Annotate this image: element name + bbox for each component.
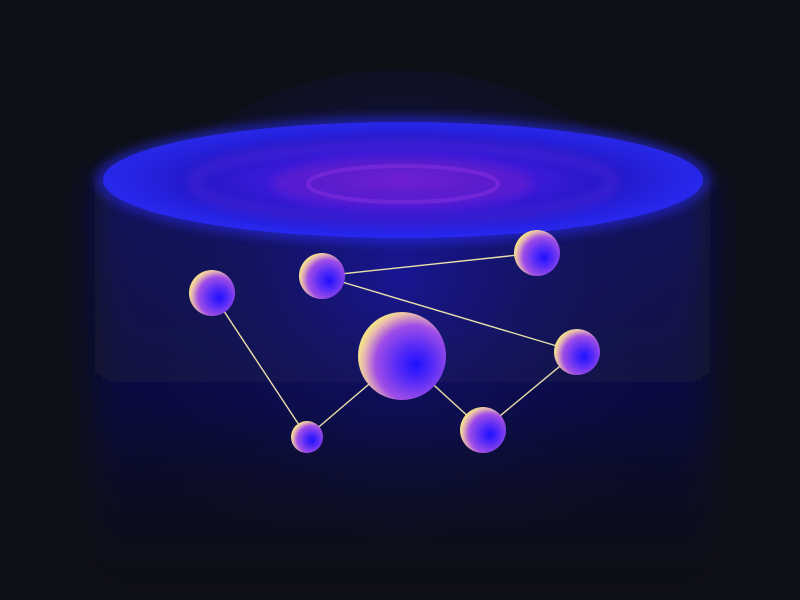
node-a	[189, 270, 235, 316]
node-g	[460, 407, 506, 453]
node-e	[554, 329, 600, 375]
network-nodes	[189, 230, 600, 453]
glow-disc	[95, 116, 711, 244]
node-b	[299, 253, 345, 299]
node-f	[291, 421, 323, 453]
node-c	[514, 230, 560, 276]
node-d	[358, 312, 446, 400]
link-b-c	[321, 252, 538, 277]
link-b-e	[321, 275, 578, 353]
link-f-a	[211, 292, 308, 438]
